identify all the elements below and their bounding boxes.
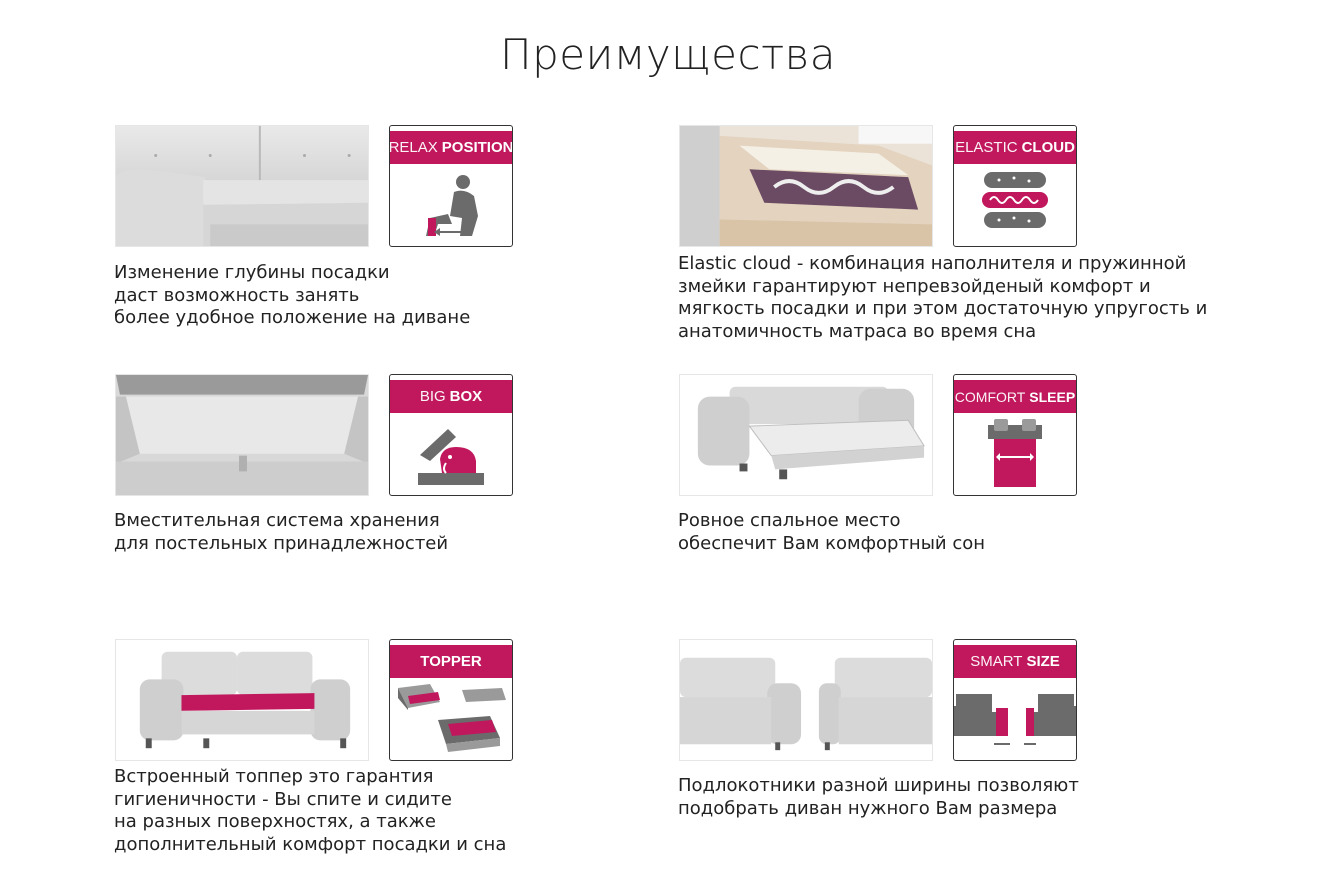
feature-description: Ровное спальное место обеспечит Вам комф… [678, 510, 986, 554]
armrest-width-icon [954, 680, 1076, 760]
badge-title: TOPPER [390, 645, 512, 678]
feature-description: Подлокотники разной ширины позволяют под… [678, 775, 1079, 819]
feature-description: Встроенный топпер это гарантия гигиеничн… [114, 766, 507, 855]
mattress-cross-section-photo [679, 125, 933, 247]
feature-description: Вместительная система хранения для посте… [114, 510, 449, 554]
feature-description: Изменение глубины посадки даст возможнос… [114, 262, 471, 328]
armrest-variants-photo [679, 639, 933, 761]
unfolded-sofa-bed-photo [679, 374, 933, 496]
layered-mattress-icon [954, 166, 1076, 246]
sofa-topper-icon [390, 680, 512, 760]
bed-top-view-icon [954, 415, 1076, 495]
feature-description: Elastic cloud - комбинация наполнителя и… [678, 253, 1208, 342]
sofa-with-topper-photo [115, 639, 369, 761]
storage-box-elephant-icon [390, 415, 512, 495]
reclining-person-icon [390, 166, 512, 246]
sofa-seat-depth-photo [115, 125, 369, 247]
topper-badge: TOPPER [389, 639, 513, 761]
page-title: Преимущества [499, 30, 836, 79]
storage-compartment-photo [115, 374, 369, 496]
